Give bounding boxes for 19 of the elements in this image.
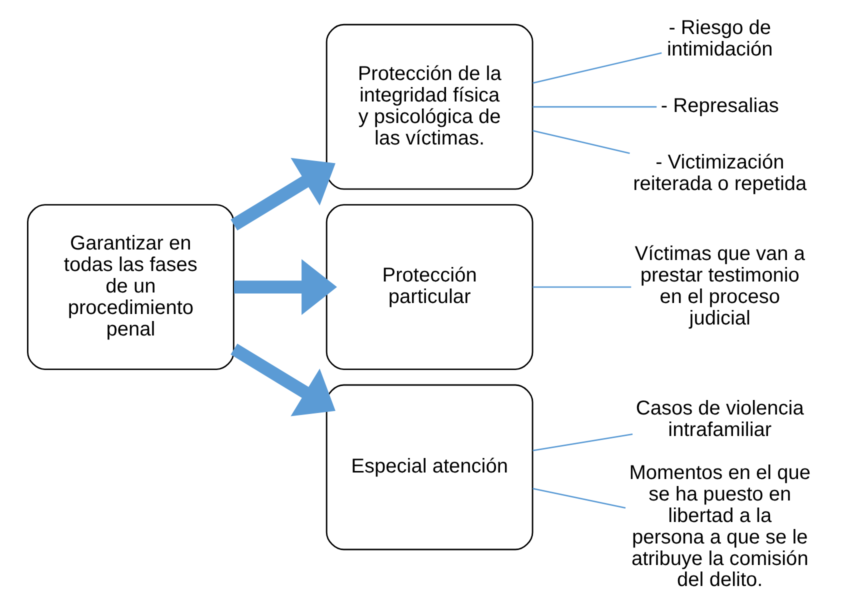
arrow <box>234 259 336 315</box>
connector <box>532 488 626 509</box>
node-box: Especial atención <box>325 384 533 550</box>
arrow <box>230 344 335 416</box>
node-box: Garantizar en todas las fases de un procedimiento penal <box>26 204 234 370</box>
connector <box>532 106 656 108</box>
connector <box>532 52 662 84</box>
node-box: Protección particular <box>325 204 533 370</box>
node-text: Víctimas que van a prestar testimonio en el proceso judicial <box>634 243 805 330</box>
node-text: - Riesgo de intimidación <box>666 17 772 61</box>
arrow <box>230 158 335 231</box>
connector <box>532 130 630 154</box>
connector <box>532 286 631 288</box>
node-box: Protección de la integridad física y psicológica de las víctimas. <box>325 24 533 190</box>
node-text: Momentos en el que se ha puesto en libertad a la persona a que se le atribuye la comisión del delito. <box>628 462 810 592</box>
connector <box>532 433 632 452</box>
node-text: - Victimización reiterada o repetida <box>632 152 806 196</box>
node-text: Casos de violencia intrafamiliar <box>635 398 804 442</box>
node-text: - Represalias <box>660 95 778 118</box>
